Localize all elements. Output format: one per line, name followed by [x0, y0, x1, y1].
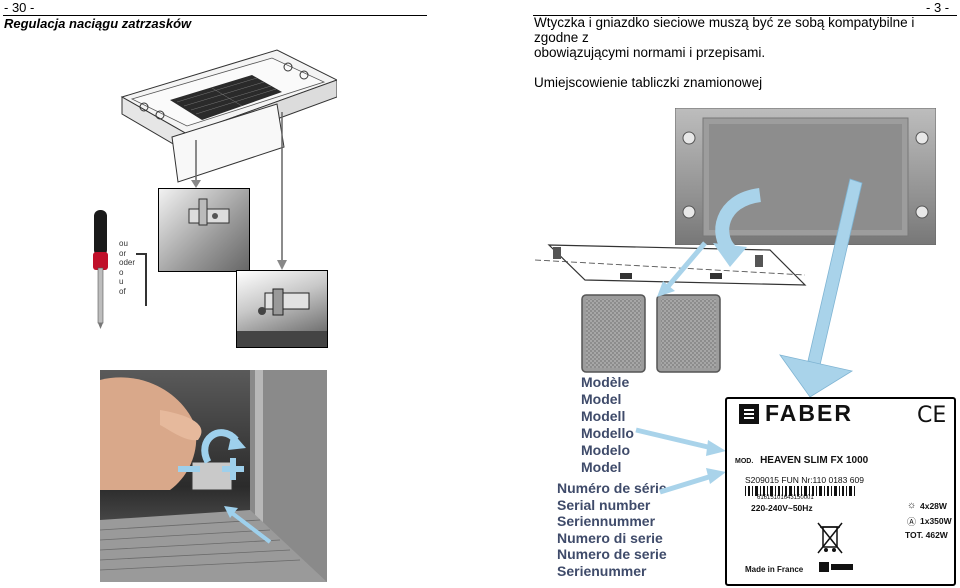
plate-barcode-digits: 61615101643150001 — [757, 495, 814, 501]
left-section-title: Regulacja naciągu zatrzasków — [4, 16, 191, 31]
tool-label: o — [119, 268, 135, 278]
safety-paragraph-line-2: obowiązującymi normami i przepisami. — [534, 45, 960, 60]
adjustment-hand-photo — [100, 370, 327, 582]
plate-serial-line: S209015 FUN Nr:110 0183 609 — [745, 475, 864, 485]
right-page-number: - 3 - — [926, 0, 949, 15]
tool-alternatives-labels: ou or oder o u of — [119, 239, 135, 297]
model-label: Model — [581, 459, 634, 476]
plate-ce-mark: CE — [917, 403, 946, 428]
weee-bin-icon — [815, 519, 845, 555]
tool-label: ou — [119, 239, 135, 249]
left-page-number: - 30 - — [4, 0, 34, 15]
model-label: Model — [581, 391, 634, 408]
faber-logo-icon — [739, 404, 759, 424]
model-label: Modelo — [581, 442, 634, 459]
tool-label: of — [119, 287, 135, 297]
model-label: Modell — [581, 408, 634, 425]
rating-plate: FABER CE MOD. HEAVEN SLIM FX 1000 S20901… — [725, 397, 956, 586]
serial-label: Numero di serie — [557, 530, 667, 547]
rating-plate-caption: Umiejscowienie tabliczki znamionowej — [534, 75, 762, 90]
plate-made-in: Made in France — [745, 565, 803, 574]
plate-model-row: MOD. HEAVEN SLIM FX 1000 — [735, 455, 868, 466]
screwdriver-icon — [88, 208, 113, 330]
model-labels: Modèle Model Modell Modello Modelo Model — [581, 374, 634, 476]
long-arrow-to-plate — [770, 175, 870, 400]
allen-key-icon — [134, 250, 150, 310]
tool-label: u — [119, 277, 135, 287]
grease-filter-left — [582, 295, 645, 372]
latch-closeup-photo-1 — [158, 188, 250, 272]
grease-filter-right — [657, 295, 720, 372]
plate-model: HEAVEN SLIM FX 1000 — [760, 455, 868, 466]
plate-brand: FABER — [765, 400, 853, 427]
plate-mod-prefix: MOD. — [735, 458, 753, 465]
latch-closeup-photo-2 — [236, 270, 328, 348]
plate-voltage: 220-240V~50Hz — [751, 503, 813, 513]
model-label: Modèle — [581, 374, 634, 391]
serial-label: Seriennummer — [557, 513, 667, 530]
model-label: Modello — [581, 425, 634, 442]
faber-logo-small-icon — [819, 561, 853, 573]
lamp-icon: ☼ — [907, 500, 916, 511]
motor-icon: Ⓐ — [907, 515, 916, 528]
tool-label: or — [119, 249, 135, 259]
plate-total-power: TOT. 462W — [905, 530, 948, 540]
plate-lamp-power: 4x28W — [920, 501, 947, 511]
label-pointer-arrows — [630, 420, 730, 500]
serial-label: Serienummer — [557, 563, 667, 580]
tool-label: oder — [119, 258, 135, 268]
safety-paragraph-line-1: Wtyczka i gniazdko sieciowe muszą być ze… — [534, 15, 960, 45]
safety-paragraph: Wtyczka i gniazdko sieciowe muszą być ze… — [534, 15, 960, 60]
serial-label: Numero de serie — [557, 546, 667, 563]
plate-motor-power: 1x350W — [920, 516, 952, 526]
